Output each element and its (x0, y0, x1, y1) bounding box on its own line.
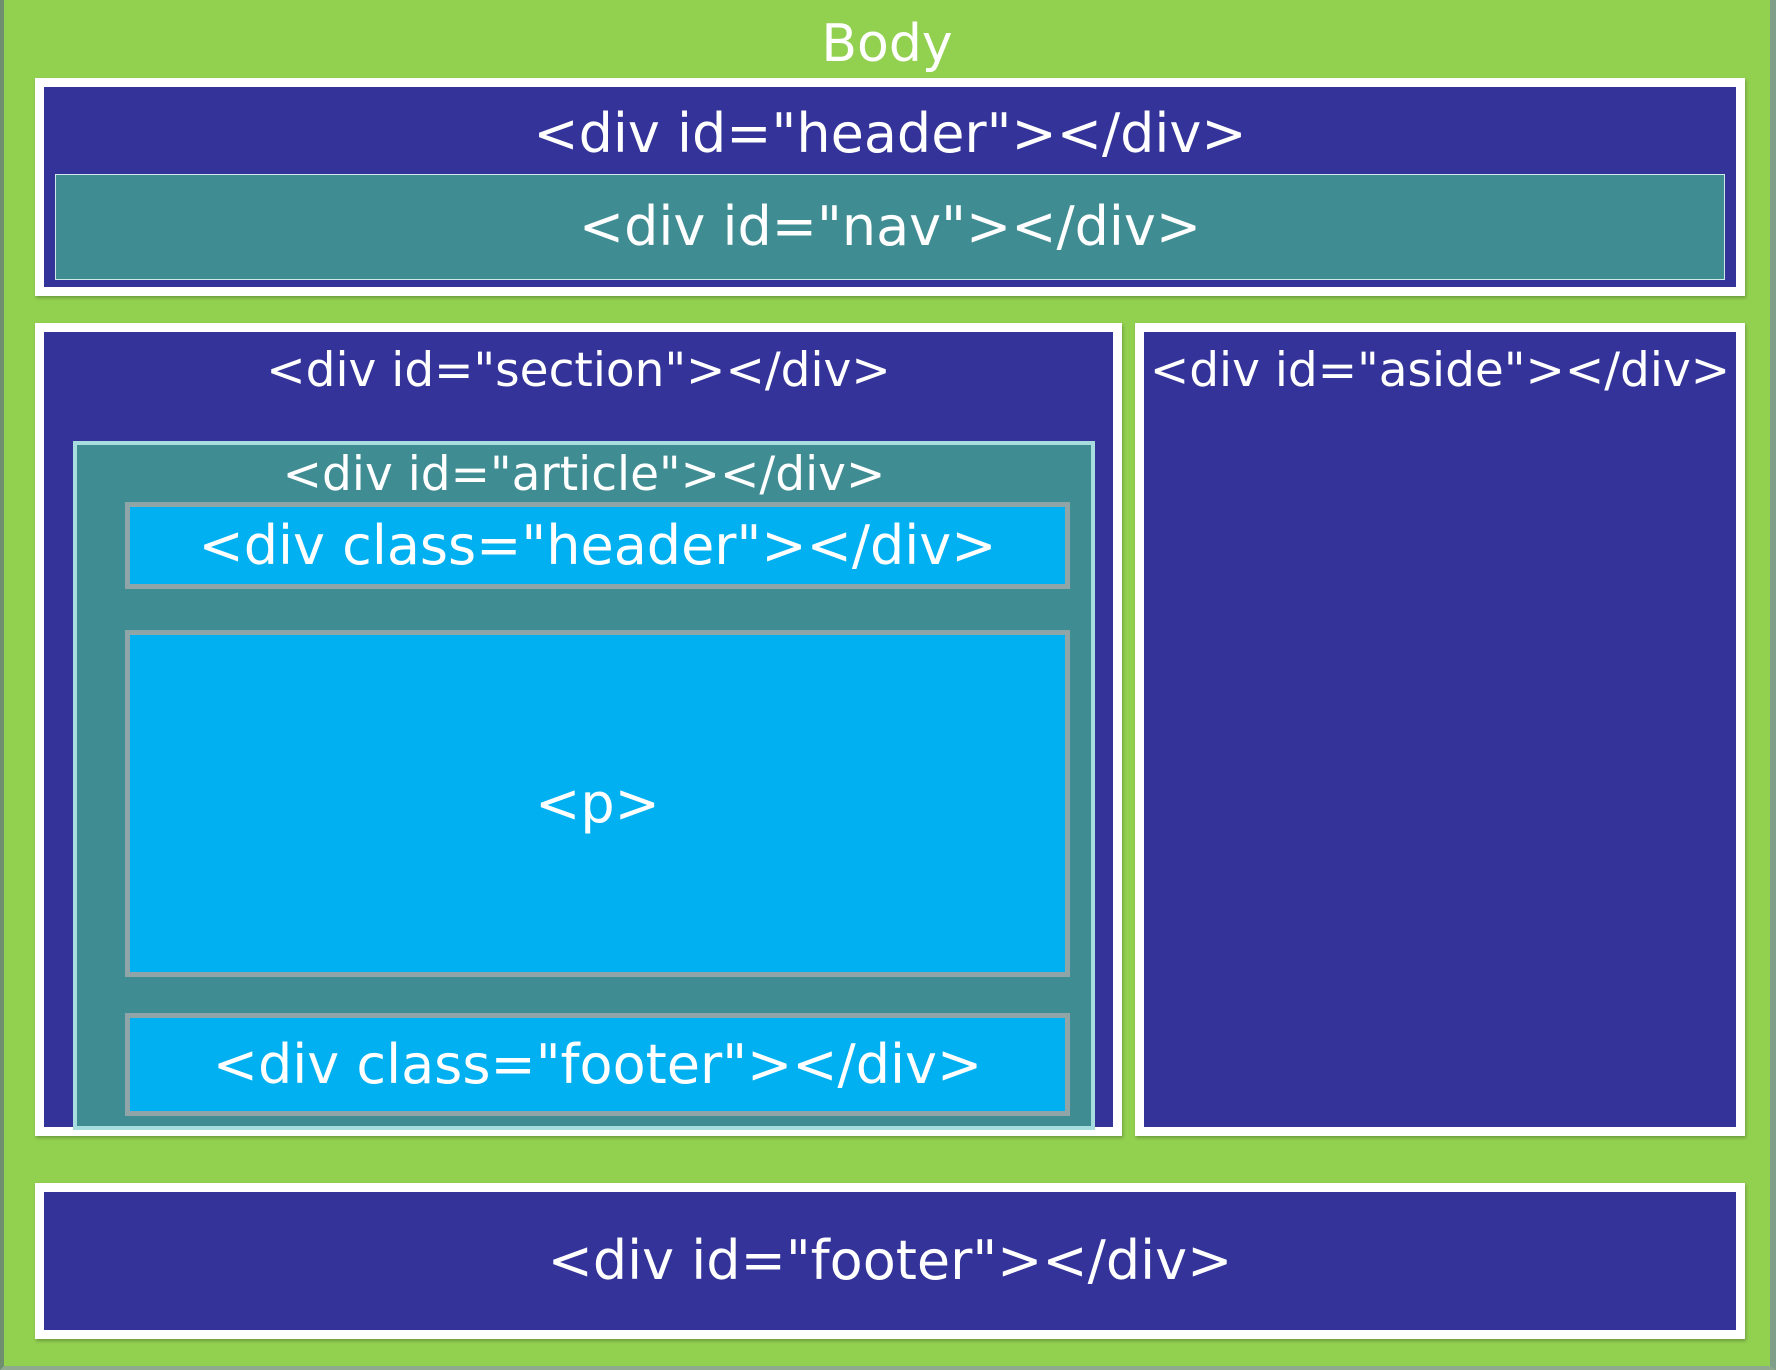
article-header-label: <div class="header"></div> (198, 513, 997, 577)
article-box: <div id="article"></div> <div class="hea… (73, 441, 1095, 1130)
header-box: <div id="header"></div> <div id="nav"></… (35, 78, 1745, 296)
article-footer-label: <div class="footer"></div> (212, 1032, 983, 1096)
section-box: <div id="section"></div> <div id="articl… (35, 323, 1122, 1136)
article-header-box: <div class="header"></div> (125, 502, 1070, 589)
footer-label: <div id="footer"></div> (547, 1229, 1233, 1292)
footer-box: <div id="footer"></div> (35, 1183, 1745, 1339)
article-label: <div id="article"></div> (282, 447, 886, 502)
paragraph-label: <p> (535, 771, 660, 835)
body-label: Body (821, 14, 953, 74)
aside-label: <div id="aside"></div> (1149, 343, 1731, 398)
article-footer-box: <div class="footer"></div> (125, 1013, 1070, 1116)
section-label: <div id="section"></div> (266, 343, 891, 398)
nav-box: <div id="nav"></div> (55, 174, 1725, 280)
paragraph-box: <p> (125, 630, 1070, 977)
nav-label: <div id="nav"></div> (578, 195, 1202, 258)
aside-box: <div id="aside"></div> (1135, 323, 1745, 1136)
header-label: <div id="header"></div> (533, 102, 1247, 165)
